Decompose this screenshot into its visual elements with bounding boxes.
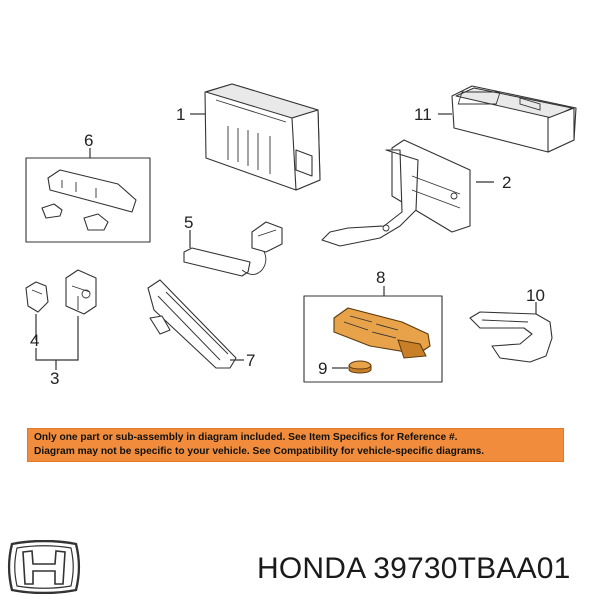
part-number-label: HONDA 39730TBAA01 <box>257 552 571 585</box>
notice-line-1: Only one part or sub-assembly in diagram… <box>34 432 458 443</box>
part-10-cover <box>469 311 553 363</box>
callout-7: 7 <box>246 351 255 370</box>
callout-4: 4 <box>30 331 39 350</box>
leader-3-4 <box>35 314 79 370</box>
callout-2: 2 <box>502 173 511 192</box>
part-11-module <box>451 85 577 153</box>
notice-line-2: Diagram may not be specific to your vehi… <box>34 446 485 457</box>
part-4-clip <box>25 281 49 313</box>
callout-9: 9 <box>318 359 327 378</box>
part-9-battery <box>348 360 372 374</box>
callout-6: 6 <box>84 131 93 150</box>
part-2-bracket <box>321 139 471 247</box>
callout-1: 1 <box>176 105 185 124</box>
part-3-sensor-unit <box>65 269 97 315</box>
callout-3: 3 <box>50 369 59 388</box>
notice-banner: Only one part or sub-assembly in diagram… <box>27 428 564 462</box>
part-1-control-unit <box>204 83 321 191</box>
callout-5: 5 <box>184 213 193 232</box>
part-7-bracket <box>147 279 237 369</box>
part-5-sensor <box>183 221 283 277</box>
callout-8: 8 <box>376 268 385 287</box>
part-8-key-fob <box>333 307 431 359</box>
part-6-box <box>25 148 151 243</box>
honda-h-logo-icon <box>7 540 81 594</box>
callout-10: 10 <box>526 286 545 305</box>
callout-11: 11 <box>414 105 432 124</box>
